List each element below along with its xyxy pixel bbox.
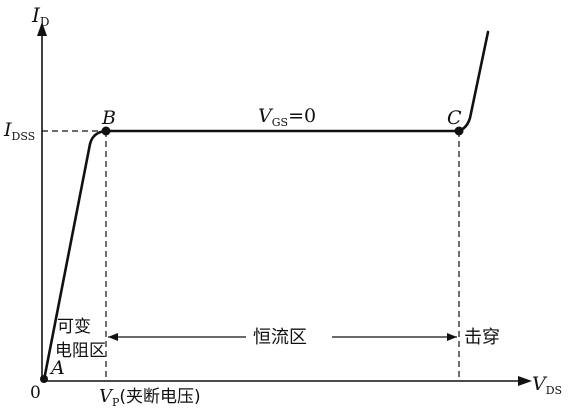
point-b-label: B bbox=[101, 107, 116, 129]
y-axis-arrow bbox=[37, 22, 47, 36]
variable-resistance-label-line1: 可变 bbox=[57, 317, 91, 337]
point-c-label: C bbox=[447, 107, 462, 129]
vgs-label: VGS=0 bbox=[258, 105, 316, 129]
point-a-label: A bbox=[49, 357, 65, 379]
pinch-off-voltage-label: VP(夹断电压) bbox=[99, 386, 201, 409]
x-axis-arrow bbox=[518, 376, 532, 386]
x-axis-label: VDS bbox=[532, 373, 562, 397]
constant-current-label: 恒流区 bbox=[253, 327, 307, 348]
point-c bbox=[454, 126, 464, 136]
region-arrow-left-head bbox=[108, 333, 118, 341]
origin-label: 0 bbox=[30, 383, 41, 403]
variable-resistance-label-line2: 电阻区 bbox=[55, 341, 106, 361]
point-a bbox=[40, 375, 48, 383]
breakdown-label: 击穿 bbox=[464, 327, 500, 348]
y-axis-label: ID bbox=[31, 3, 50, 29]
region-arrow-right-head bbox=[447, 333, 457, 341]
idss-label: IDSS bbox=[3, 119, 35, 143]
point-b bbox=[101, 126, 111, 136]
characteristic-curve bbox=[42, 30, 490, 382]
